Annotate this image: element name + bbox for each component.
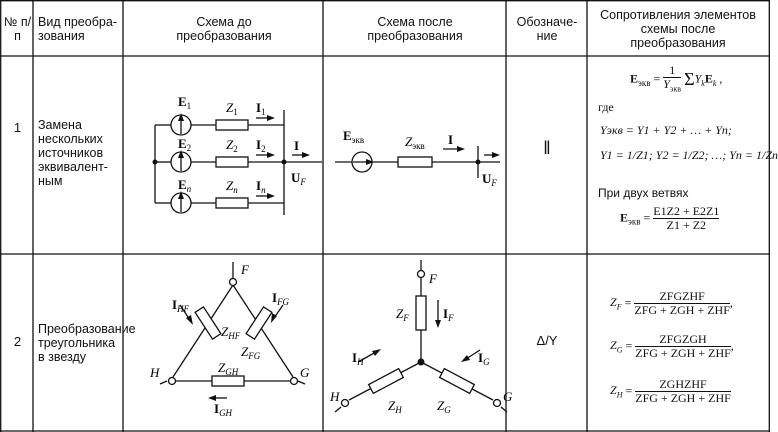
node-f: F	[428, 271, 438, 286]
row-symbol: Δ/Y	[536, 333, 558, 348]
row-type-label: Замена нескольких источников эквивалент-…	[38, 118, 108, 188]
row-symbol: ‖	[543, 138, 551, 158]
text-where: где	[598, 100, 614, 114]
label-z1: Z1	[226, 100, 238, 117]
eq-two-numerator: E1Z2 + E2Z1	[653, 204, 720, 218]
node-h: H	[329, 389, 340, 404]
svg-text:ZF: ZF	[396, 306, 409, 323]
label-i1: I1	[256, 100, 266, 117]
header-after: Схема после преобразования	[367, 15, 463, 43]
header-before: Схема до преобразования	[176, 15, 272, 43]
header-num: № п/п	[3, 15, 32, 43]
node-h: H	[149, 365, 160, 380]
header-resistances: Сопротивления элементов схемы после прео…	[600, 8, 756, 50]
label-z2: Z2	[226, 137, 238, 154]
svg-text:ZG: ZG	[437, 398, 451, 415]
node-f: F	[240, 262, 250, 277]
label-ih: IH	[352, 350, 364, 367]
zf-denominator: ZFG + ZGH + ZHF	[634, 303, 730, 317]
header-symbol: Обозначе-ние	[516, 15, 578, 43]
label-i: I	[294, 138, 299, 153]
zh-denominator: ZFG + ZGH + ZHF	[635, 391, 731, 405]
row-type-label: Преобразование треугольника в звезду	[38, 322, 136, 364]
row-num: 1	[13, 120, 22, 135]
label-if: IF	[443, 306, 454, 323]
label-i-eq: I	[448, 132, 453, 147]
label-i2: I2	[256, 137, 266, 154]
eq-two-denominator: Z1 + Z2	[653, 218, 720, 232]
node-g: G	[503, 389, 513, 404]
formula-yk: Y1 = 1/Z1; Y2 = 1/Z2; …; Yn = 1/Zn	[600, 148, 778, 162]
label-in: In	[256, 178, 266, 195]
zh-numerator: ZGHZHF	[659, 377, 707, 391]
zf-numerator: ZFGZHF	[659, 289, 705, 303]
header-type: Вид преобра-зования	[38, 15, 117, 43]
text-two-branches: При двух ветвях	[598, 186, 689, 200]
label-ig: IG	[478, 350, 490, 367]
zg-numerator: ZFGZGH	[659, 332, 707, 346]
node-g: G	[300, 365, 310, 380]
row-num: 2	[13, 334, 22, 349]
svg-text:ZH: ZH	[388, 398, 402, 415]
zg-denominator: ZFG + ZGH + ZHF	[635, 346, 731, 360]
formula-yeq: Yэкв = Y1 + Y2 + … + Yn;	[600, 123, 732, 137]
